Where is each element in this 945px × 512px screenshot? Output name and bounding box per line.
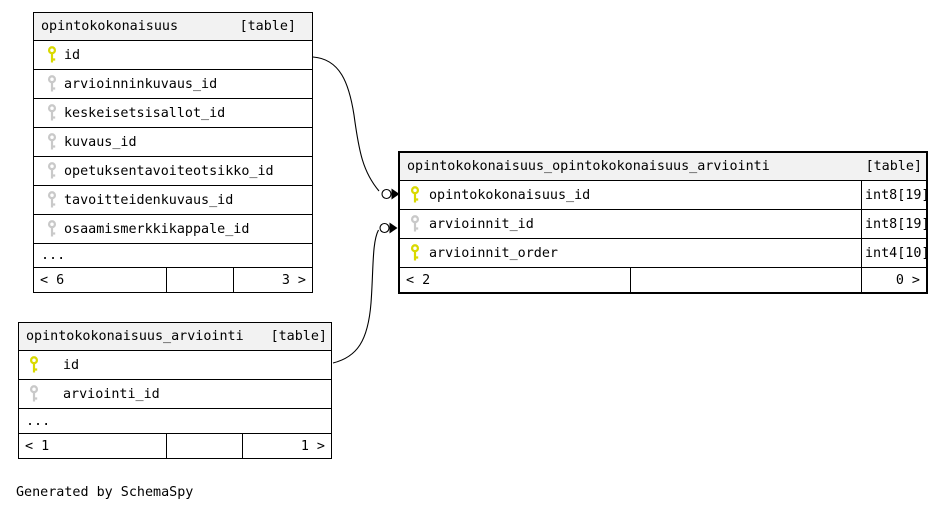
table-badge: [table] xyxy=(270,329,327,344)
column-name: id xyxy=(64,47,81,63)
column-row: tavoitteidenkuvaus_id xyxy=(34,186,312,215)
zero-or-one-circle-icon xyxy=(381,188,392,200)
table-header: opintokokonaisuus_arviointi [table] xyxy=(19,323,331,351)
table-footer: < 2 0 > xyxy=(400,268,926,292)
hidden-columns-ellipsis: ... xyxy=(34,244,312,268)
relation-opintokokonaisuus-id-to-join-table xyxy=(312,56,400,200)
footer-spacer xyxy=(166,434,242,458)
footer-related-out-count: 0 > xyxy=(861,268,926,292)
column-name: opetuksentavoiteotsikko_id xyxy=(64,163,274,179)
column-name: osaamismerkkikappale_id xyxy=(64,221,250,237)
footer-spacer xyxy=(630,268,861,292)
table-header: opintokokonaisuus [table] xyxy=(34,13,312,41)
table-footer: < 6 3 > xyxy=(34,268,312,292)
table-footer: < 1 1 > xyxy=(19,434,331,458)
relation-curve xyxy=(332,229,379,364)
primary-key-icon xyxy=(47,46,57,63)
foreign-key-icon xyxy=(410,215,420,232)
primary-key-icon xyxy=(410,244,420,261)
column-name: arvioinninkuvaus_id xyxy=(64,76,218,92)
table-title: opintokokonaisuus_opintokokonaisuus_arvi… xyxy=(407,159,770,174)
column-row: arvioinnit_order int4[10] xyxy=(400,239,930,268)
footer-related-in-count: < 6 xyxy=(40,272,65,288)
arrowhead-icon xyxy=(389,222,398,234)
footer-related-out-count: 3 > xyxy=(233,268,312,292)
foreign-key-icon xyxy=(29,385,39,402)
primary-key-icon xyxy=(410,186,420,203)
primary-key-icon xyxy=(29,356,39,373)
table-node-opintokokonaisuus[interactable]: opintokokonaisuus [table] id arvioinnink… xyxy=(33,12,313,293)
column-row: arviointi_id xyxy=(19,380,331,409)
zero-or-one-circle-icon xyxy=(379,222,390,234)
column-row: keskeisetsisallot_id xyxy=(34,99,312,128)
column-name: arvioinnit_id xyxy=(429,216,534,232)
foreign-key-icon xyxy=(47,133,57,150)
column-type: int8[19] xyxy=(861,181,930,209)
table-badge: [table] xyxy=(239,19,296,34)
column-name: kuvaus_id xyxy=(64,134,137,150)
column-row: osaamismerkkikappale_id xyxy=(34,215,312,244)
table-title: opintokokonaisuus xyxy=(41,19,179,34)
footer-spacer xyxy=(166,268,233,292)
generated-by-note: Generated by SchemaSpy xyxy=(16,485,194,500)
column-row: opintokokonaisuus_id int8[19] xyxy=(400,181,930,210)
column-name: keskeisetsisallot_id xyxy=(64,105,226,121)
column-row: id xyxy=(34,41,312,70)
foreign-key-icon xyxy=(47,104,57,121)
foreign-key-icon xyxy=(47,162,57,179)
column-name: opintokokonaisuus_id xyxy=(429,187,591,203)
table-title: opintokokonaisuus_arviointi xyxy=(26,329,244,344)
column-row: kuvaus_id xyxy=(34,128,312,157)
table-badge: [table] xyxy=(865,159,922,174)
relation-curve xyxy=(312,56,380,192)
relation-opintokokonaisuus-arviointi-id-to-join-table xyxy=(332,222,398,364)
foreign-key-icon xyxy=(47,220,57,237)
table-header: opintokokonaisuus_opintokokonaisuus_arvi… xyxy=(400,153,926,181)
foreign-key-icon xyxy=(47,191,57,208)
column-name: id xyxy=(63,357,80,373)
hidden-columns-ellipsis: ... xyxy=(19,409,331,434)
column-name: arvioinnit_order xyxy=(429,245,558,261)
column-type: int4[10] xyxy=(861,239,930,267)
column-name: tavoitteidenkuvaus_id xyxy=(64,192,234,208)
footer-related-in-count: < 1 xyxy=(25,438,50,454)
foreign-key-icon xyxy=(47,75,57,92)
table-node-opintokokonaisuus-opintokokonaisuus-arviointi[interactable]: opintokokonaisuus_opintokokonaisuus_arvi… xyxy=(398,151,930,294)
column-row: arvioinnit_id int8[19] xyxy=(400,210,930,239)
footer-related-in-count: < 2 xyxy=(406,272,431,288)
column-row: arvioinninkuvaus_id xyxy=(34,70,312,99)
column-name: arviointi_id xyxy=(63,386,160,402)
column-row: opetuksentavoiteotsikko_id xyxy=(34,157,312,186)
column-type: int8[19] xyxy=(861,210,930,238)
column-row: id xyxy=(19,351,331,380)
footer-related-out-count: 1 > xyxy=(242,434,331,458)
table-node-opintokokonaisuus-arviointi[interactable]: opintokokonaisuus_arviointi [table] id a… xyxy=(18,322,332,459)
